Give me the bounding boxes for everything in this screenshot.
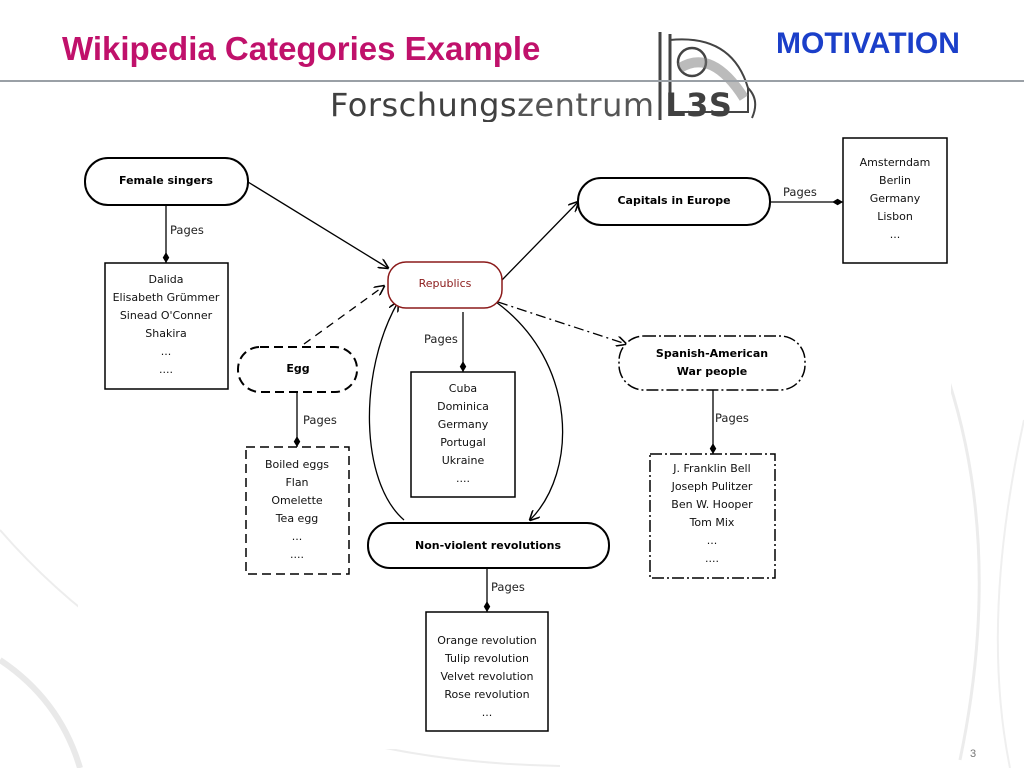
page-item: Sinead O'Conner bbox=[120, 309, 213, 322]
category-label: Non-violent revolutions bbox=[415, 539, 561, 552]
page-item: Ukraine bbox=[442, 454, 485, 467]
category-label: Egg bbox=[286, 362, 309, 375]
category-egg[interactable]: Egg bbox=[237, 346, 358, 393]
header-divider bbox=[0, 80, 1024, 82]
pages-label-female: Pages bbox=[170, 223, 204, 237]
pages-label-capitals: Pages bbox=[783, 185, 817, 199]
category-diagram: Pages Pages Pages Pages Pages Pages Fema… bbox=[84, 137, 948, 732]
category-label-line1: Spanish-American bbox=[656, 347, 768, 360]
logo-word-regular: Forschungs bbox=[330, 86, 518, 124]
page-item: .... bbox=[159, 363, 173, 376]
page-item: Tulip revolution bbox=[444, 652, 529, 665]
category-female-singers[interactable]: Female singers bbox=[84, 157, 249, 206]
l3s-emblem-icon bbox=[658, 32, 757, 120]
page-item: Elisabeth Grümmer bbox=[113, 291, 220, 304]
page-item: Dominica bbox=[437, 400, 489, 413]
slide-title: Wikipedia Categories Example bbox=[62, 30, 541, 67]
org-logo: Forschungszentrum L3S bbox=[330, 86, 732, 124]
logo-word-bold: L3S bbox=[665, 86, 733, 124]
page-item: Tom Mix bbox=[689, 516, 735, 529]
page-item: Joseph Pulitzer bbox=[671, 480, 753, 493]
page-item: Flan bbox=[285, 476, 308, 489]
page-item: .... bbox=[456, 472, 470, 485]
page-item: .... bbox=[705, 552, 719, 565]
page-item: Tea egg bbox=[275, 512, 319, 525]
page-item: ... bbox=[482, 706, 493, 719]
page-list-non-violent-revolutions: Orange revolution Tulip revolution Velve… bbox=[425, 611, 549, 732]
page-item: Omelette bbox=[271, 494, 323, 507]
edge-nonviolent-to-republics bbox=[368, 302, 405, 521]
pages-label-spanish: Pages bbox=[715, 411, 749, 425]
logo-word-light: zentrum bbox=[517, 86, 666, 124]
page-list-egg: Boiled eggs Flan Omelette Tea egg ... ..… bbox=[245, 446, 350, 575]
page-item: Lisbon bbox=[877, 210, 913, 223]
page-item: Ben W. Hooper bbox=[671, 498, 753, 511]
page-item: Germany bbox=[870, 192, 921, 205]
page-item: ... bbox=[292, 530, 303, 543]
page-number: 3 bbox=[970, 748, 977, 760]
page-list-capitals: Amsterndam Berlin Germany Lisbon ... bbox=[842, 137, 948, 264]
edge-republics-to-spanish bbox=[497, 301, 626, 344]
page-item: Cuba bbox=[449, 382, 477, 395]
page-item: Germany bbox=[438, 418, 489, 431]
page-item: Portugal bbox=[440, 436, 486, 449]
page-item: Dalida bbox=[148, 273, 183, 286]
category-label-line2: War people bbox=[677, 365, 747, 378]
pages-label-egg: Pages bbox=[303, 413, 337, 427]
page-item: J. Franklin Bell bbox=[672, 462, 750, 475]
category-non-violent-revolutions[interactable]: Non-violent revolutions bbox=[367, 522, 610, 569]
page-item: Amsterndam bbox=[860, 156, 931, 169]
page-item: Shakira bbox=[145, 327, 186, 340]
page-item: ... bbox=[890, 228, 901, 241]
category-capitals-in-europe[interactable]: Capitals in Europe bbox=[577, 177, 771, 226]
page-item: Boiled eggs bbox=[265, 458, 329, 471]
edge-republics-to-nonviolent bbox=[495, 301, 564, 520]
category-label: Female singers bbox=[119, 174, 213, 187]
category-label: Republics bbox=[419, 277, 472, 290]
diagram-panel: Pages Pages Pages Pages Pages Pages Fema… bbox=[78, 122, 951, 749]
category-spanish-american-war-people[interactable]: Spanish-American War people bbox=[618, 335, 806, 391]
section-label: MOTIVATION bbox=[776, 27, 960, 60]
edge-female-to-republics bbox=[247, 181, 388, 268]
page-item: ... bbox=[707, 534, 718, 547]
page-item: Velvet revolution bbox=[441, 670, 534, 683]
page-item: Orange revolution bbox=[437, 634, 537, 647]
page-item: .... bbox=[290, 548, 304, 561]
category-republics[interactable]: Republics bbox=[387, 261, 503, 309]
pages-label-nonviolent: Pages bbox=[491, 580, 525, 594]
page-item: Rose revolution bbox=[444, 688, 529, 701]
page-list-female-singers: Dalida Elisabeth Grümmer Sinead O'Conner… bbox=[104, 262, 229, 390]
page-item: ... bbox=[161, 345, 172, 358]
pages-label-republics: Pages bbox=[424, 332, 458, 346]
edge-republics-to-capitals bbox=[501, 202, 578, 281]
edge-egg-to-republics bbox=[303, 286, 384, 345]
category-label: Capitals in Europe bbox=[617, 194, 730, 207]
page-item: Berlin bbox=[879, 174, 911, 187]
page-list-spanish-american: J. Franklin Bell Joseph Pulitzer Ben W. … bbox=[649, 453, 776, 579]
page-list-republics: Cuba Dominica Germany Portugal Ukraine .… bbox=[410, 371, 516, 498]
